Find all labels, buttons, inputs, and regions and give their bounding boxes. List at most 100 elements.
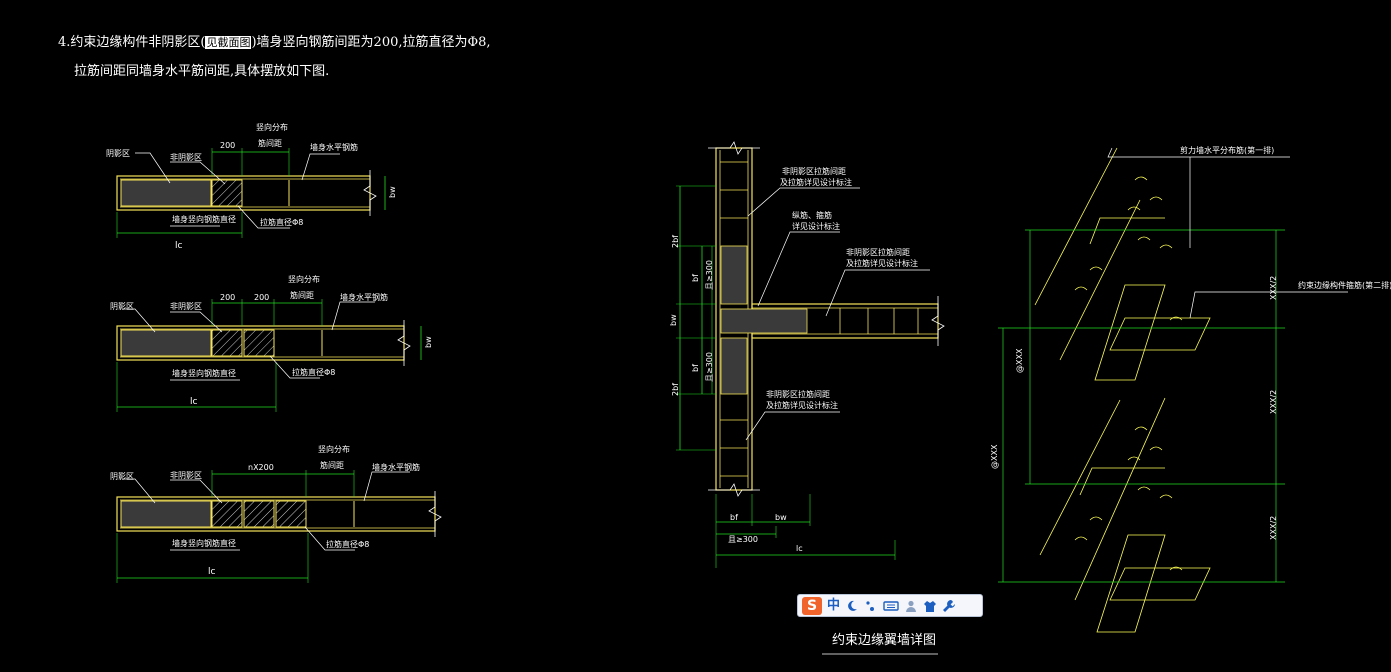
note-line-2: 拉筋间距同墙身水平筋间距,具体摆放如下图. [74, 64, 330, 79]
label-spacing: 筋间距 [258, 138, 282, 148]
label-tie: 拉筋直径Φ8 [326, 539, 369, 549]
isometric-leaders [1107, 147, 1348, 319]
leader-horizontal [363, 471, 410, 502]
note-b1: 纵筋、箍筋 [792, 210, 832, 220]
label-nonshadow: 非阴影区 [170, 470, 202, 480]
dim-200-b-text: 200 [254, 293, 269, 302]
label-lc: lc [175, 241, 183, 251]
nonshadow-hatch [211, 179, 243, 207]
note-d2: 及拉筋详见设计标注 [766, 400, 838, 410]
iso-label-mid: 约束边缘构件箍筋(第二排) [1298, 280, 1391, 290]
moon-icon[interactable] [845, 599, 859, 613]
note-c1: 非阴影区拉筋间距 [846, 247, 910, 257]
iso-hoop-1 [1089, 217, 1165, 245]
leader-horizontal [331, 301, 375, 331]
leader-c [825, 269, 930, 317]
leader-tie [237, 205, 290, 229]
iso-stirrup-2 [1109, 317, 1211, 351]
nonshadow-hatch-2 [243, 329, 275, 357]
dim-bottom-ticks [715, 494, 896, 568]
leader-shadow [122, 478, 156, 504]
wing-title: 约束边缘翼墙详图 [832, 633, 936, 648]
dim-bw-text: bw [775, 513, 787, 522]
leader-nonshadow [170, 479, 223, 504]
dim-300-text: 且≥300 [728, 535, 758, 544]
iso-dim-half-3: XXX/2 [1269, 516, 1278, 540]
nonshadow-hatch-3 [275, 500, 307, 528]
break-line [397, 320, 411, 366]
note-d1: 非阴影区拉筋间距 [766, 389, 830, 399]
label-bf-top: bf [691, 274, 700, 282]
wrench-icon[interactable] [942, 599, 956, 613]
iso-label-top: 剪力墙水平分布筋(第一排) [1180, 145, 1274, 155]
dim-200-text: 200 [220, 141, 235, 150]
nonshadow-hatch-1 [211, 500, 243, 528]
vertical-tie-bars [720, 161, 748, 477]
iso-stirrup-4 [1109, 567, 1211, 601]
label-bf-bot: bf [691, 364, 700, 372]
iso-dim-half-1: XXX/2 [1269, 276, 1278, 300]
break-top [708, 141, 760, 155]
label-300-bot: 且≥300 [705, 352, 714, 382]
ime-toolbar[interactable]: S 中 [797, 594, 983, 617]
label-shadow: 阴影区 [110, 471, 134, 481]
iso-leader-mid [1189, 291, 1348, 319]
isometric-detail [1034, 147, 1211, 633]
shirt-icon[interactable] [923, 599, 937, 613]
detail-3: 阴影区 非阴影区 nX200 竖向分布 筋间距 墙身水平钢筋 墙身竖向钢筋直径 … [110, 444, 442, 583]
leader-nonshadow [170, 161, 226, 185]
leader-nonshadow [170, 311, 223, 333]
note-a1: 非阴影区拉筋间距 [782, 166, 846, 176]
dim-bf-text: bf [730, 513, 738, 522]
iso-hooks-upper [1074, 176, 1183, 321]
note-line-1-suffix: )墙身竖向钢筋间距为200,拉筋直径为Φ8, [251, 35, 491, 50]
label-lc: lc [208, 567, 216, 577]
user-icon[interactable] [904, 599, 918, 613]
iso-diag-1 [1034, 147, 1118, 306]
shadow-zone [120, 329, 212, 357]
note-c2: 及拉筋详见设计标注 [846, 258, 918, 268]
dim-lc-text: lc [796, 544, 803, 553]
shadow-zone [120, 179, 212, 207]
label-2bf-bot: 2bf [671, 383, 680, 396]
label-nonshadow: 非阴影区 [170, 152, 202, 162]
dim-n200-text: nX200 [248, 463, 274, 472]
nonshadow-hatch-1 [211, 329, 243, 357]
label-tie: 拉筋直径Φ8 [292, 367, 335, 377]
label-shadow: 阴影区 [106, 148, 130, 158]
note-a2: 及拉筋详见设计标注 [780, 177, 852, 187]
iso-stirrup-3 [1096, 534, 1166, 633]
ime-mode-button[interactable]: 中 [827, 597, 841, 613]
nonshadow-hatch-2 [243, 500, 275, 528]
detail-2: 阴影区 非阴影区 200 200 竖向分布 筋间距 墙身水平钢筋 bw 墙身竖向… [110, 274, 433, 412]
label-300-top: 且≥300 [705, 260, 714, 290]
label-horizontal: 墙身水平钢筋 [372, 462, 420, 472]
break-right [931, 296, 945, 346]
leader-b [757, 231, 840, 307]
label-lc: lc [190, 397, 198, 407]
break-bottom [708, 483, 760, 497]
iso-dim-xxx-1: @XXX [1015, 348, 1024, 373]
horizontal-tie-bars [839, 308, 919, 334]
leader-tie [269, 355, 320, 379]
label-tie: 拉筋直径Φ8 [260, 217, 303, 227]
label-vertical-dist: 竖向分布 [256, 122, 288, 132]
leader-shadow [122, 308, 156, 333]
label-spacing: 筋间距 [290, 290, 314, 300]
punctuation-icon[interactable] [864, 599, 878, 613]
leader-shadow [135, 152, 171, 184]
label-horizontal: 墙身水平钢筋 [310, 142, 358, 152]
keyboard-icon[interactable] [883, 599, 899, 613]
label-shadow: 阴影区 [110, 301, 134, 311]
ime-logo[interactable]: S [802, 596, 822, 615]
iso-hoop-2 [1079, 467, 1165, 496]
dim-left-ticks [676, 185, 716, 451]
label-wall-vertical: 墙身竖向钢筋直径 [172, 214, 236, 224]
wing-wall-detail: 2bf bf 且≥300 bw bf 且≥300 2bf bf bw 且≥300… [669, 141, 945, 655]
break-line [428, 491, 442, 537]
iso-dim-xxx-2: @XXX [990, 444, 999, 469]
iso-dim-half-2: XXX/2 [1269, 390, 1278, 414]
shadow-mid [720, 308, 808, 334]
iso-leader-top [1107, 147, 1290, 158]
label-bw: bw [424, 336, 433, 348]
